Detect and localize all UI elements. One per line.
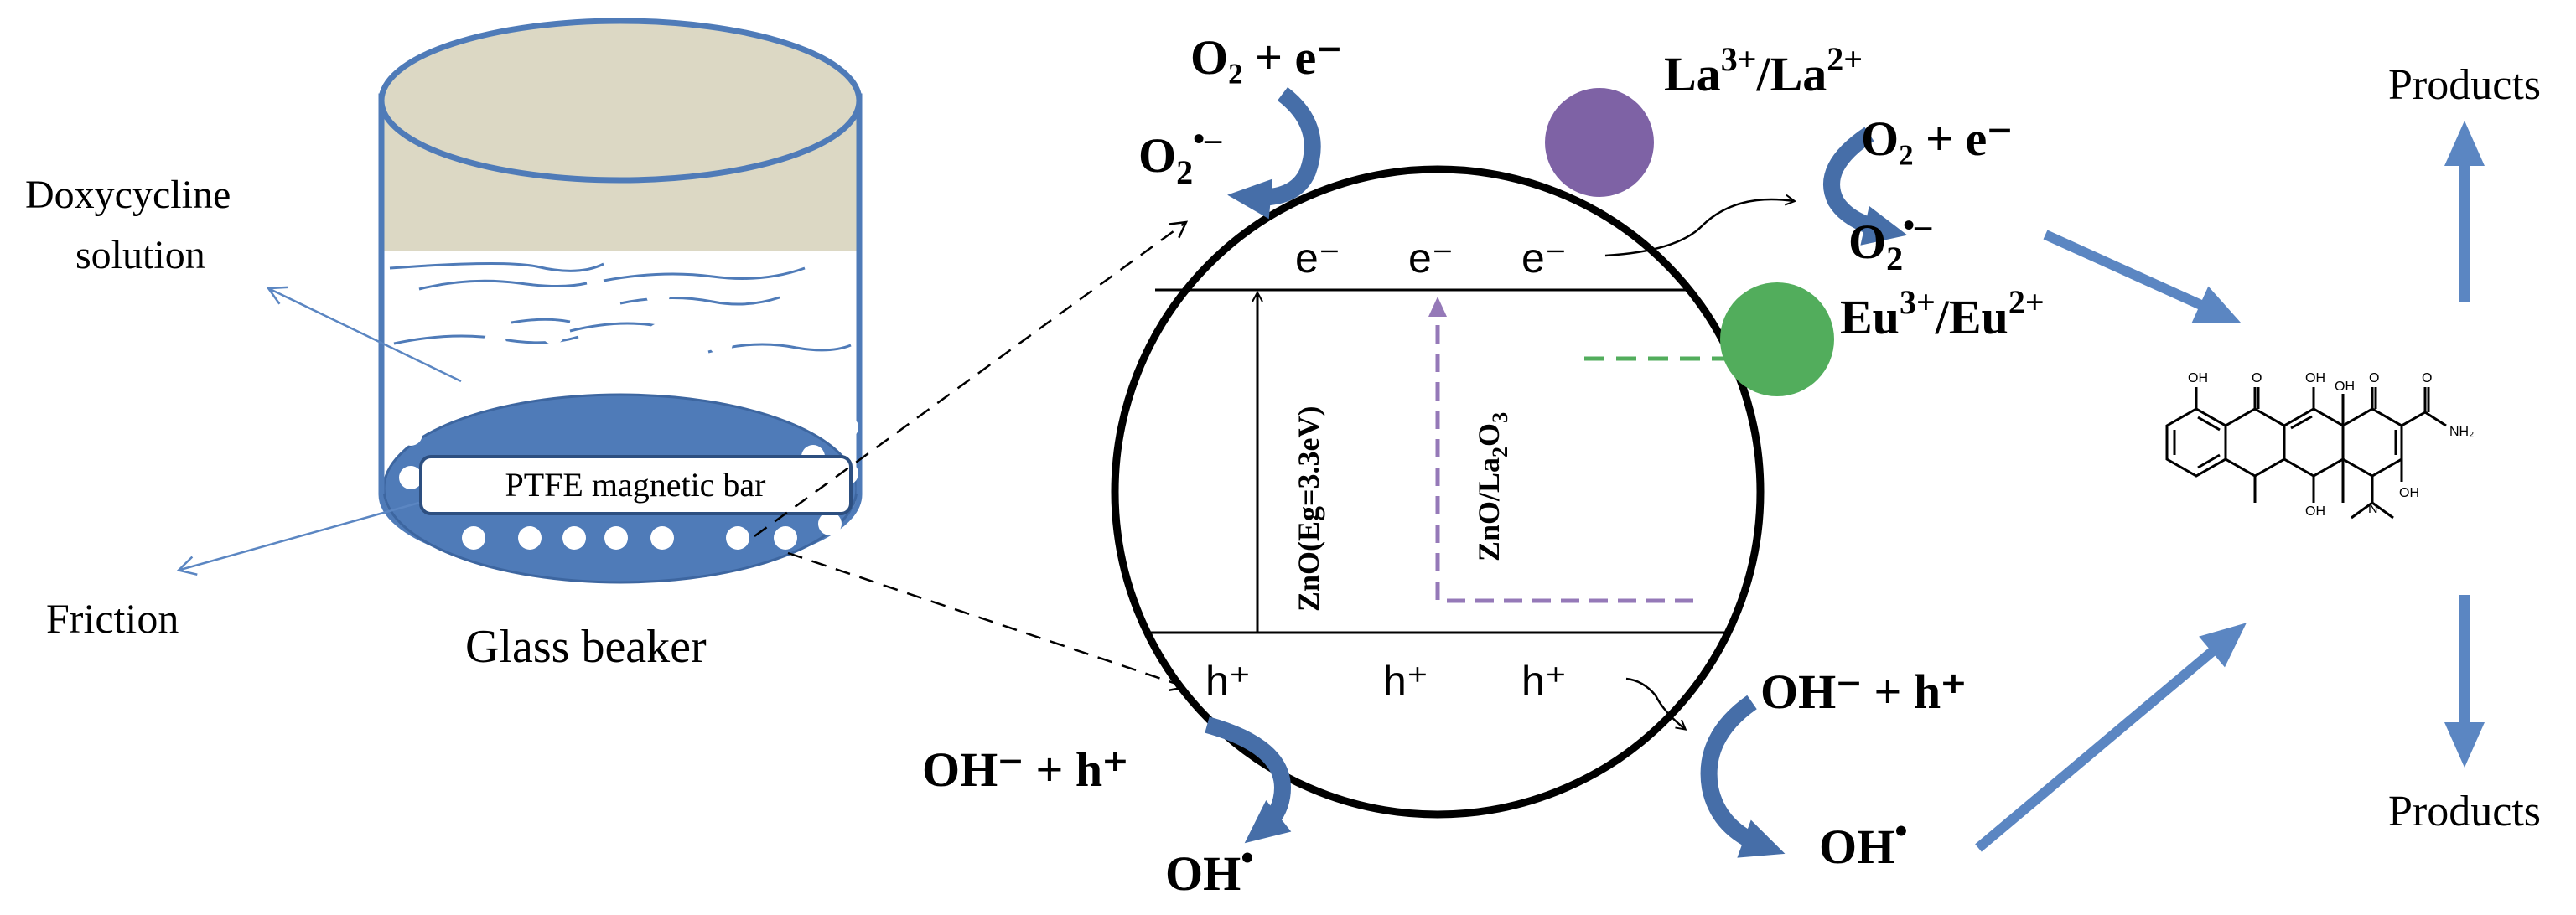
eu-label: Eu3+/Eu2+ <box>1840 283 2045 344</box>
o2-electron-right: O₂ + e⁻ <box>1861 111 2013 166</box>
curve-arrow-o2-right <box>1823 127 1908 246</box>
atom-o-2: O <box>2369 371 2379 385</box>
la-label: La3+/La2+ <box>1664 40 1863 101</box>
zno-bandgap-label: ZnO(Eg=3.3eV) <box>1292 406 1325 612</box>
doxycycline-label-line2: solution <box>75 233 205 277</box>
particle-outline <box>1111 165 1765 819</box>
atom-o-3: O <box>2422 371 2432 385</box>
hole-1: h⁺ <box>1205 658 1251 705</box>
curve-arrow-o2-left <box>1227 87 1321 220</box>
curved-arrows <box>1205 87 1908 858</box>
doxycycline-label-line1: Doxycycline <box>25 173 231 217</box>
glass-beaker: PTFE magnetic bar <box>378 18 863 584</box>
oh-hole-left: OH⁻ + h⁺ <box>922 742 1128 797</box>
doxycycline-molecule <box>2165 387 2447 520</box>
curve-arrow-oh-right <box>1700 695 1786 858</box>
electron-2: e⁻ <box>1408 235 1454 282</box>
products-top-label: Products <box>2388 61 2541 109</box>
atom-oh-3: OH <box>2335 380 2355 394</box>
eu-dopant-sphere <box>1720 282 1834 396</box>
arrow-radical-to-molecule-top <box>2043 230 2242 323</box>
atom-oh-4: OH <box>2399 486 2419 500</box>
friction-label: Friction <box>46 595 179 642</box>
beaker-top-rim <box>378 18 863 184</box>
ptfe-magnetic-bar <box>419 455 853 515</box>
atom-oh-5: OH <box>2305 504 2325 519</box>
oh-hole-right: OH⁻ + h⁺ <box>1760 664 1967 719</box>
molecule-atom-labels: OH O OH OH O O NH₂ OH OH N <box>2188 371 2474 519</box>
reaction-arrows <box>1975 121 2485 852</box>
atom-n: N <box>2368 502 2378 516</box>
products-bottom-label: Products <box>2388 788 2541 835</box>
electron-3: e⁻ <box>1521 235 1567 282</box>
la-dopant-sphere <box>1545 88 1654 197</box>
atom-nh2: NH₂ <box>2449 425 2474 439</box>
oh-radical-right: OH• <box>1819 810 1908 874</box>
ptfe-bar-label: PTFE magnetic bar <box>505 466 765 504</box>
zno-particle: e⁻ e⁻ e⁻ h⁺ h⁺ h⁺ ZnO(Eg=3.3eV) ZnO/La2O… <box>1111 165 1765 819</box>
o2-radical-right: O2•– <box>1848 206 1932 277</box>
hole-3: h⁺ <box>1521 658 1567 705</box>
arrow-radical-to-molecule-bottom <box>1975 623 2247 852</box>
glass-beaker-label: Glass beaker <box>465 621 707 673</box>
o2-electron-top-left: O₂ + e⁻ <box>1190 30 1342 85</box>
o2-radical-left: O2•– <box>1138 120 1222 191</box>
hole-2: h⁺ <box>1383 658 1428 705</box>
atom-o-1: O <box>2252 371 2262 385</box>
atom-oh-1: OH <box>2188 371 2208 385</box>
zno-la2o3-label: ZnO/La2O3 <box>1472 412 1512 561</box>
oh-radical-left: OH• <box>1165 837 1254 901</box>
electron-1: e⁻ <box>1295 235 1340 282</box>
curve-arrow-oh-left <box>1205 716 1292 844</box>
atom-oh-2: OH <box>2305 371 2325 385</box>
